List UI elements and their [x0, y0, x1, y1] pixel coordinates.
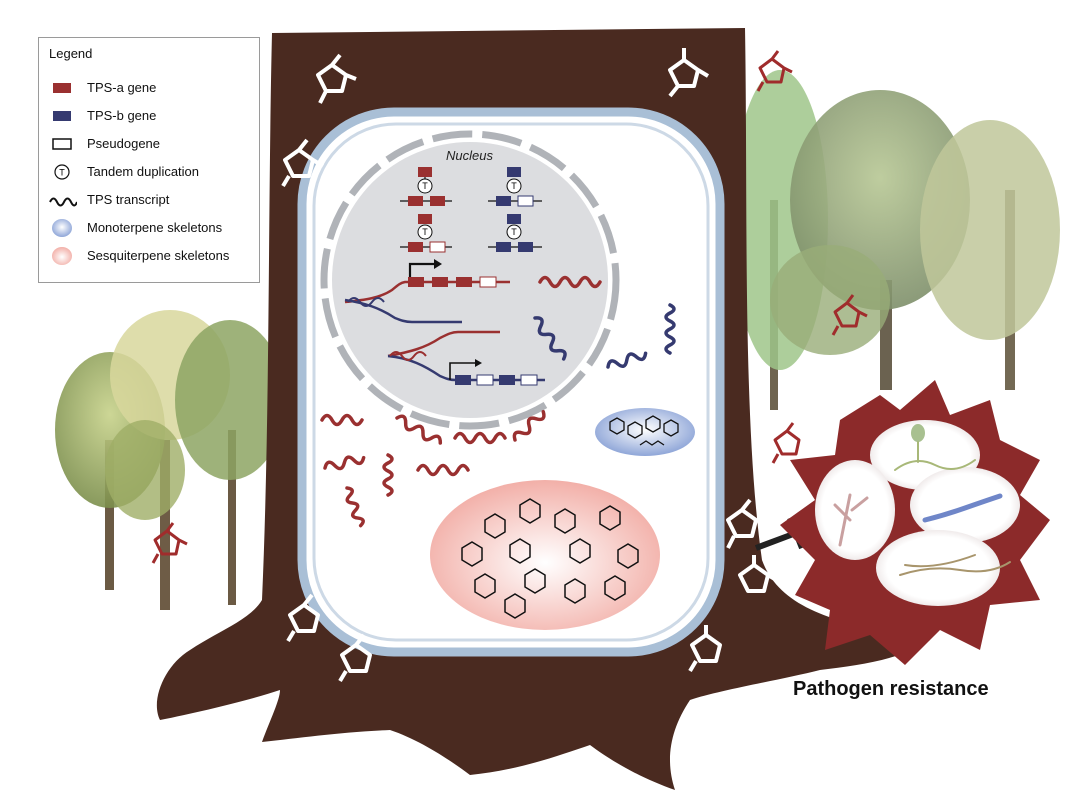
- legend-label: TPS-b gene: [87, 108, 157, 123]
- legend-item-pseudogene: Pseudogene: [49, 134, 259, 154]
- blue-box-icon: [53, 111, 71, 121]
- red-box-icon: [53, 83, 71, 93]
- monoterpene-structures: [609, 415, 679, 446]
- tandem-glyph: T: [511, 227, 517, 237]
- empty-box-icon: [52, 138, 72, 150]
- tandem-unit-tps-a-2: [400, 214, 452, 253]
- tandem-unit-tps-b-1: [488, 167, 542, 207]
- pathogen-resistance-caption: Pathogen resistance: [793, 678, 989, 700]
- sesquiterpene-skeletons-blob: [430, 480, 660, 630]
- terpene-molecule-icons: [281, 48, 780, 683]
- legend-item-tps-transcript: TPS transcript: [49, 190, 259, 210]
- tandem-glyph: T: [511, 181, 517, 191]
- gene-cluster-tps-a: [344, 259, 510, 324]
- legend-label: Pseudogene: [87, 136, 161, 151]
- legend-label: TPS-a gene: [87, 80, 157, 95]
- cell-membrane: [312, 122, 710, 642]
- legend-item-monoterpene: Monoterpene skeletons: [49, 218, 259, 238]
- legend-label: Tandem duplication: [87, 164, 200, 179]
- nucleus-label: Nucleus: [446, 148, 493, 163]
- pathogen-bubbles: [815, 420, 1020, 606]
- legend-item-sesquiterpene: Sesquiterpene skeletons: [49, 246, 259, 266]
- nuclear-envelope: [320, 130, 620, 430]
- legend-item-tps-a: TPS-a gene: [49, 78, 259, 98]
- tandem-glyph: T: [422, 227, 428, 237]
- legend: Legend TPS-a gene TPS-b gene Pseudogene …: [38, 37, 260, 283]
- tandem-unit-tps-b-2: [488, 214, 542, 252]
- red-blob-icon: [52, 247, 72, 265]
- sesquiterpene-structures: [461, 498, 639, 619]
- tps-transcripts: [320, 275, 676, 528]
- gene-cluster-tps-b: [387, 330, 545, 386]
- tandem-unit-tps-a-1: [400, 167, 452, 206]
- background-trees-right: [732, 70, 1060, 410]
- tandem-glyph: T: [422, 181, 428, 191]
- fungal-hyphae: [833, 424, 1011, 576]
- legend-label: Monoterpene skeletons: [87, 220, 223, 235]
- monoterpene-skeletons-blob: [595, 408, 695, 456]
- legend-item-tps-b: TPS-b gene: [49, 106, 259, 126]
- blue-blob-icon: [52, 219, 72, 237]
- terpene-molecule-icons-red: [151, 50, 868, 564]
- wave-icon: [49, 197, 77, 207]
- background-trees-left: [55, 310, 285, 610]
- legend-item-tandem-duplication: T Tandem duplication: [49, 162, 259, 182]
- legend-label: TPS transcript: [87, 192, 170, 207]
- legend-label: Sesquiterpene skeletons: [87, 248, 230, 263]
- legend-title: Legend: [49, 46, 93, 61]
- tandem-duplication-icon: T: [54, 164, 70, 180]
- tandem-glyph: T: [59, 168, 65, 178]
